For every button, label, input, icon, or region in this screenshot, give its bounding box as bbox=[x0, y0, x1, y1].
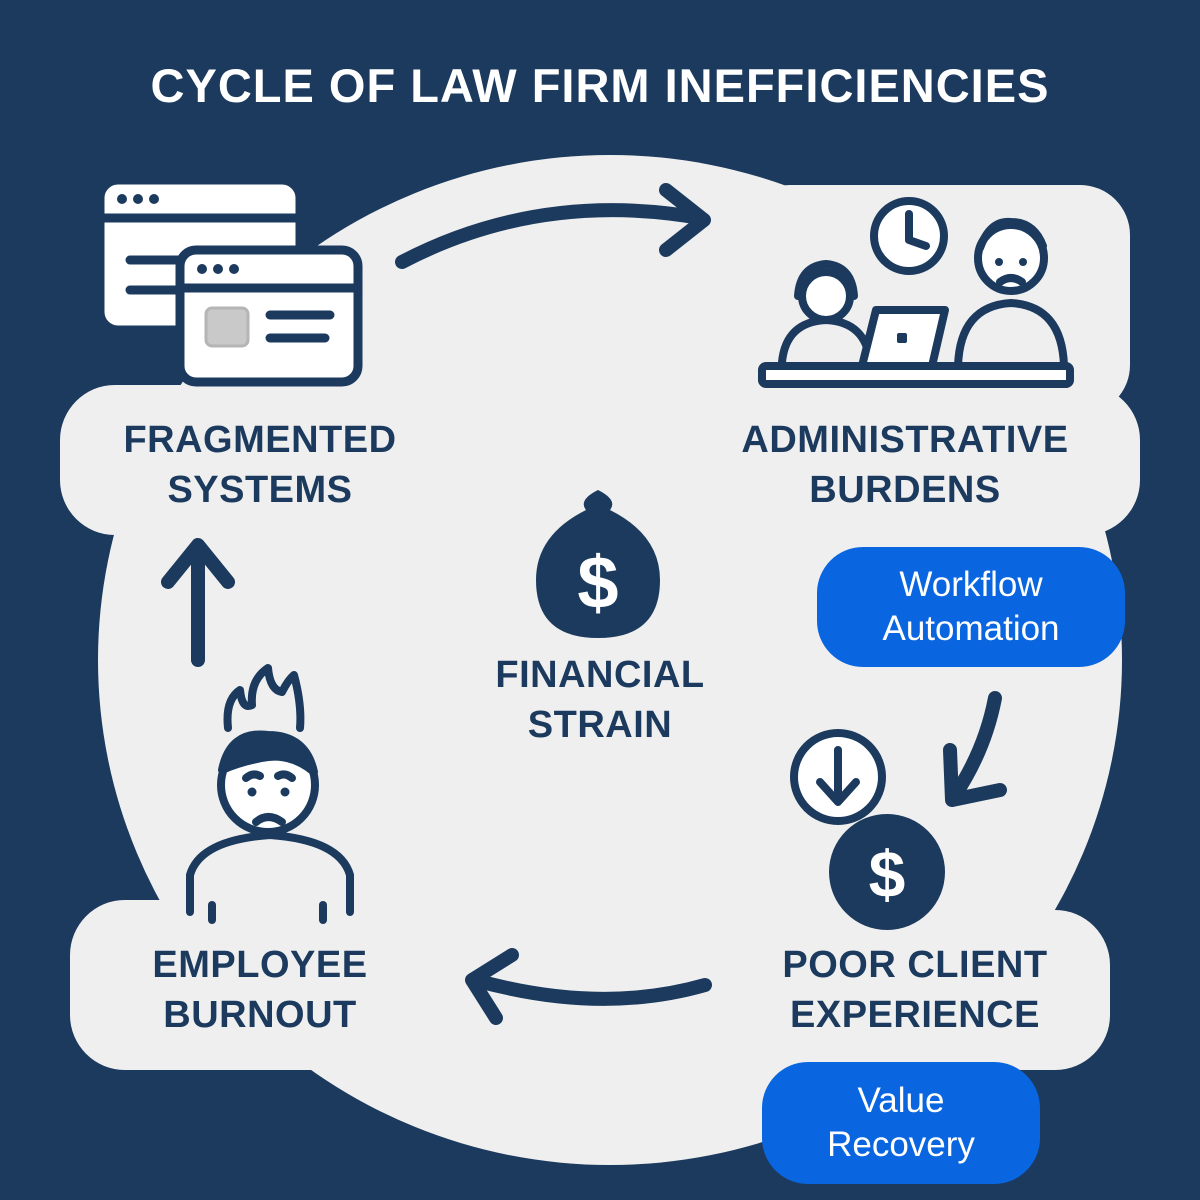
pill-value-recovery: Value Recovery bbox=[762, 1062, 1040, 1184]
administrative-face-details bbox=[897, 258, 1027, 343]
pill-label-line1: Value bbox=[857, 1081, 945, 1120]
pill-label-line2: Recovery bbox=[827, 1125, 975, 1164]
money-bag-dollar-icon: $ bbox=[536, 490, 660, 638]
node-fragmented-systems: FRAGMENTED SYSTEMS bbox=[70, 415, 450, 515]
node-financial-strain: FINANCIAL STRAIN bbox=[445, 650, 755, 750]
browser-window-dots bbox=[117, 194, 239, 274]
page-title: CYCLE OF LAW FIRM INEFFICIENCIES bbox=[150, 59, 1050, 112]
node-label-line2: STRAIN bbox=[527, 704, 673, 746]
arrow-fragmented-to-administrative bbox=[395, 183, 711, 269]
node-employee-burnout: EMPLOYEE BURNOUT bbox=[80, 940, 440, 1040]
svg-text:$: $ bbox=[869, 837, 906, 911]
pill-label-line2: Automation bbox=[882, 609, 1060, 648]
stressed-person-flame-icon bbox=[186, 664, 354, 924]
node-label-line2: BURNOUT bbox=[163, 994, 357, 1036]
node-label-line2: SYSTEMS bbox=[167, 469, 353, 511]
node-label-line1: ADMINISTRATIVE bbox=[741, 419, 1069, 461]
arrow-administrative-to-poor-client bbox=[943, 691, 1007, 807]
svg-text:$: $ bbox=[577, 541, 618, 624]
burnout-face-eyes bbox=[247, 787, 290, 797]
node-label-line1: EMPLOYEE bbox=[152, 944, 368, 986]
node-label-line2: BURDENS bbox=[809, 469, 1001, 511]
browser-windows-icon bbox=[95, 175, 363, 387]
node-label-line1: FINANCIAL bbox=[495, 654, 705, 696]
pill-workflow-automation: Workflow Automation bbox=[817, 547, 1125, 667]
pill-label-line1: Workflow bbox=[899, 565, 1043, 604]
node-poor-client-experience: POOR CLIENT EXPERIENCE bbox=[730, 940, 1100, 1040]
arrow-poor-client-to-burnout bbox=[465, 948, 712, 1025]
down-arrow-dollar-coin-icon: $ bbox=[790, 729, 945, 930]
arrow-burnout-to-fragmented bbox=[161, 538, 235, 667]
node-administrative-burdens: ADMINISTRATIVE BURDENS bbox=[690, 415, 1120, 515]
node-label-line1: POOR CLIENT bbox=[782, 944, 1048, 986]
node-label-line2: EXPERIENCE bbox=[790, 994, 1040, 1036]
node-label-line1: FRAGMENTED bbox=[123, 419, 397, 461]
